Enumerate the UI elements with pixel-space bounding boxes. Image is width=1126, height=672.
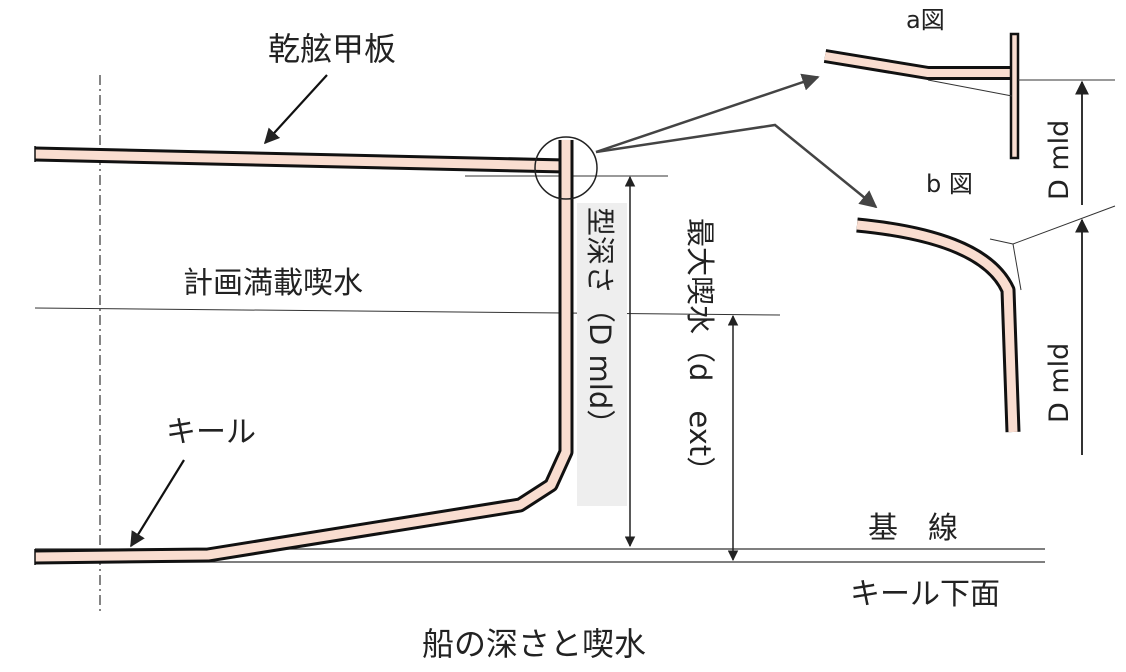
detail-b: [856, 205, 1116, 433]
depth-moulded-label-bg: [577, 203, 627, 506]
fig-a-label: a図: [906, 6, 945, 34]
side-shell-and-bottom-plate: [34, 140, 574, 565]
load-waterline-label: 計画満載喫水: [183, 266, 363, 301]
keel-leader-arrow: [130, 459, 185, 548]
depth-moulded-label: 型深さ（D mld）: [583, 207, 617, 438]
pointer-arrow-a: [595, 73, 820, 154]
d-mld-b-label: D mld: [1044, 343, 1075, 423]
pointer-arrow-b: [595, 123, 878, 209]
d-mld-a-label: D mld: [1044, 120, 1075, 200]
max-draft-label: 最大喫水（d ext）: [683, 218, 717, 485]
deck-label: 乾舷甲板: [268, 30, 396, 68]
baseline-label: 基 線: [868, 511, 958, 546]
fig-b-label: b 図: [926, 170, 973, 198]
detail-a: [823, 32, 1115, 160]
keel-label: キール: [166, 415, 256, 450]
diagram-title: 船の深さと喫水: [422, 625, 646, 663]
freeboard-deck-plate: [34, 146, 567, 174]
detail-circle: [534, 136, 598, 200]
deck-leader-arrow: [263, 74, 328, 145]
keel-bottom-label: キール下面: [850, 577, 1000, 612]
load-waterline: [34, 307, 781, 316]
